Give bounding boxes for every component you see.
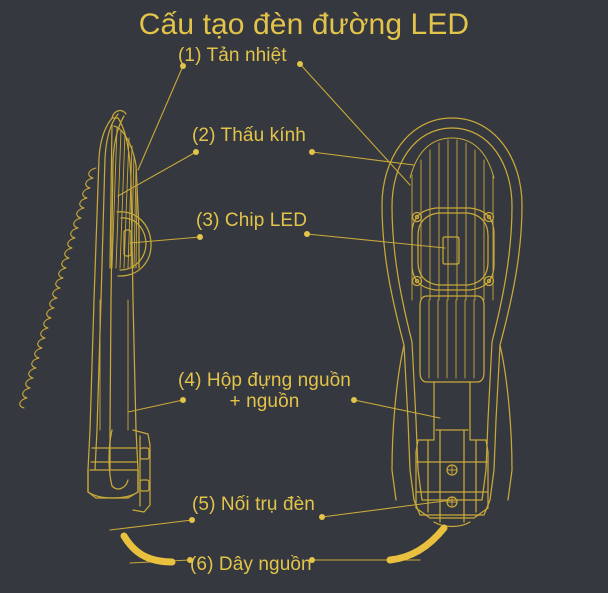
leader-2-left bbox=[117, 151, 197, 197]
leader-3-right bbox=[306, 233, 446, 249]
leader-4-right bbox=[353, 399, 441, 419]
leader-5-left bbox=[109, 519, 193, 531]
leader-dots bbox=[180, 61, 357, 563]
callout-label-4-line1: (4) Hộp đựng nguồn bbox=[178, 370, 351, 391]
callout-label-1-heat-sink: (1) Tản nhiệt bbox=[178, 45, 287, 66]
callout-label-2-lens: (2) Thấu kính bbox=[192, 125, 306, 146]
leader-2-right bbox=[311, 151, 415, 166]
cable-right bbox=[386, 524, 448, 564]
callout-label-4-power-box: (4) Hộp đựng nguồn + nguồn bbox=[178, 370, 351, 413]
right-lamp-top-view bbox=[381, 117, 523, 528]
leader-3-left bbox=[129, 236, 201, 244]
leader-1-right bbox=[299, 63, 411, 186]
power-cables bbox=[120, 524, 448, 566]
leader-1-left bbox=[137, 65, 184, 171]
left-lamp-side-view bbox=[19, 109, 152, 513]
callout-label-4-line2: + nguồn bbox=[229, 391, 300, 413]
callout-label-5-pole-connector: (5) Nối trụ đèn bbox=[192, 494, 315, 515]
page-title: Cấu tạo đèn đường LED bbox=[138, 8, 470, 41]
leader-4-left bbox=[127, 399, 184, 413]
callout-label-6-power-cable: (6) Dây nguồn bbox=[190, 554, 312, 575]
cable-left bbox=[120, 532, 176, 566]
leader-5-right bbox=[321, 499, 453, 518]
callout-label-3-led-chip: (3) Chip LED bbox=[196, 210, 308, 231]
